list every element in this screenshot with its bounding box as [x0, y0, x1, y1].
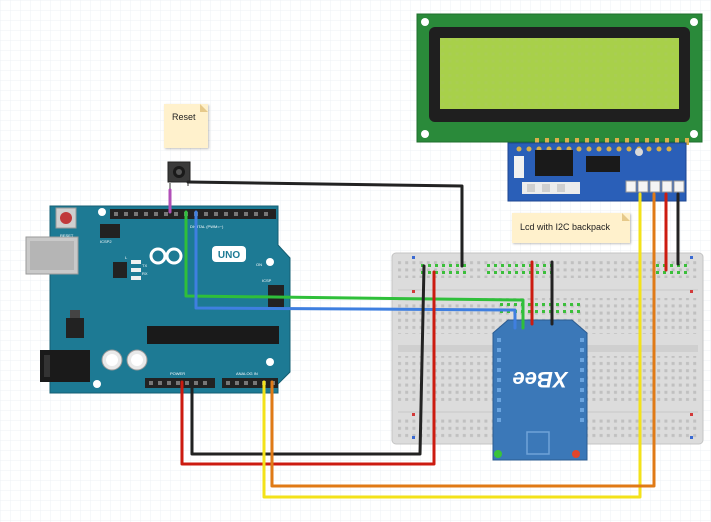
wire-orange — [270, 192, 656, 488]
arduino-uno-board: UNO RESET ICSP2 DIGITAL (PWM=~) L TX RX … — [25, 205, 291, 394]
digital-label: DIGITAL (PWM=~) — [190, 224, 224, 229]
rx-label: RX — [142, 271, 148, 276]
analog-label: ANALOG IN — [236, 371, 258, 376]
lcd-note-label: Lcd with I2C backpack — [520, 222, 611, 232]
wire-green — [184, 210, 525, 330]
lcd-note: Lcd with I2C backpack — [512, 213, 630, 243]
power-label: POWER — [170, 371, 185, 376]
wire-black-reset — [186, 180, 464, 268]
xbee-antenna-pad — [526, 431, 550, 455]
l-label: L — [125, 255, 128, 260]
board-brand-label: UNO — [218, 250, 240, 261]
wire-yellow — [262, 192, 642, 499]
xbee-label: XBee — [512, 367, 569, 392]
uno-badge — [212, 246, 246, 262]
atmega-chip — [147, 326, 279, 344]
on-label: ON — [256, 262, 262, 267]
wire-black-gnd — [190, 264, 426, 456]
icsp2-label: ICSP2 — [100, 239, 112, 244]
analog-header — [222, 378, 278, 388]
icsp-label: ICSP — [262, 278, 272, 283]
lcd-display — [416, 13, 703, 145]
tx-label: TX — [142, 263, 147, 268]
wire-red-5v — [180, 270, 436, 466]
wire-blue — [194, 210, 517, 330]
arduino-logo-icon — [149, 247, 183, 265]
reset-board-label: RESET — [60, 233, 74, 238]
reset-pushbutton[interactable] — [167, 161, 191, 190]
i2c-backpack — [507, 142, 687, 202]
digital-header — [110, 209, 276, 219]
reset-note-label: Reset — [172, 112, 196, 122]
xbee-module: XBee — [492, 319, 588, 461]
reset-note: Reset — [164, 104, 208, 148]
